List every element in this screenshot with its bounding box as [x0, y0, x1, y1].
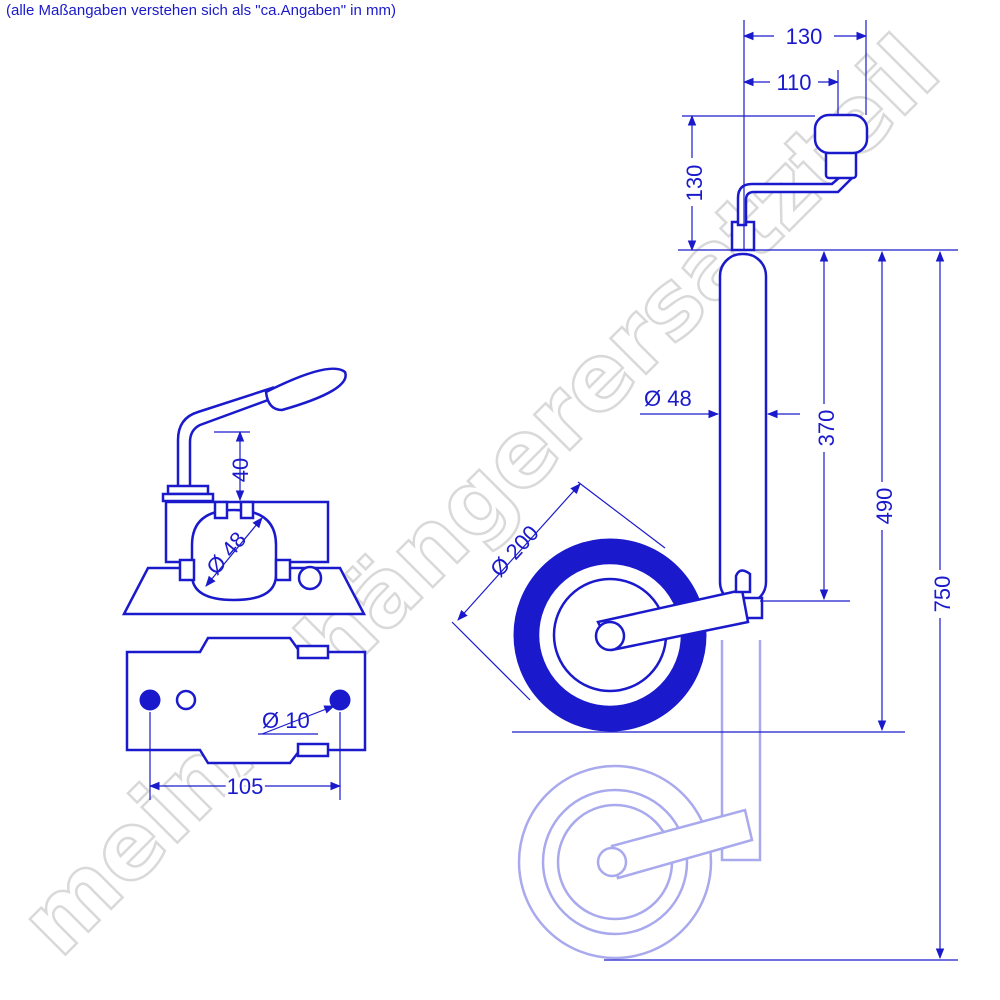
clamp-dim-height: 40 [228, 458, 253, 482]
clamp-top-view: 40 Ø 48 [121, 367, 367, 616]
dim-490: 490 [872, 488, 897, 525]
dim-370: 370 [814, 410, 839, 447]
clamp-plate [125, 636, 367, 765]
dim-crank-height: 130 [682, 165, 707, 202]
clamp-dim-spacing: 105 [227, 774, 264, 799]
wheel-axle [594, 620, 626, 652]
jockey-wheel: 130 110 130 Ø 48 Ø 200 370 490 750 [451, 20, 958, 961]
clamp-bolt-hole [297, 565, 323, 591]
dim-750: 750 [930, 576, 955, 613]
clamp-dim-hole: Ø 10 [262, 708, 310, 733]
clamp-handle-grip [264, 367, 347, 412]
measurement-note: (alle Maßangaben verstehen sich als "ca.… [6, 2, 397, 19]
watermark-text: meinAnhängerersatzteil [0, 16, 960, 976]
crank-handle-knob [813, 113, 869, 155]
mount-hole-right [329, 689, 351, 711]
clamp-plate-view: Ø 10 105 [125, 636, 367, 802]
mount-hole-left [139, 689, 161, 711]
outer-tube [718, 252, 768, 606]
jack-extended-ghost [517, 640, 762, 960]
dim-crank-outer: 130 [786, 24, 823, 49]
dim-tube: Ø 48 [644, 386, 692, 411]
dim-crank-inner: 110 [776, 70, 811, 95]
